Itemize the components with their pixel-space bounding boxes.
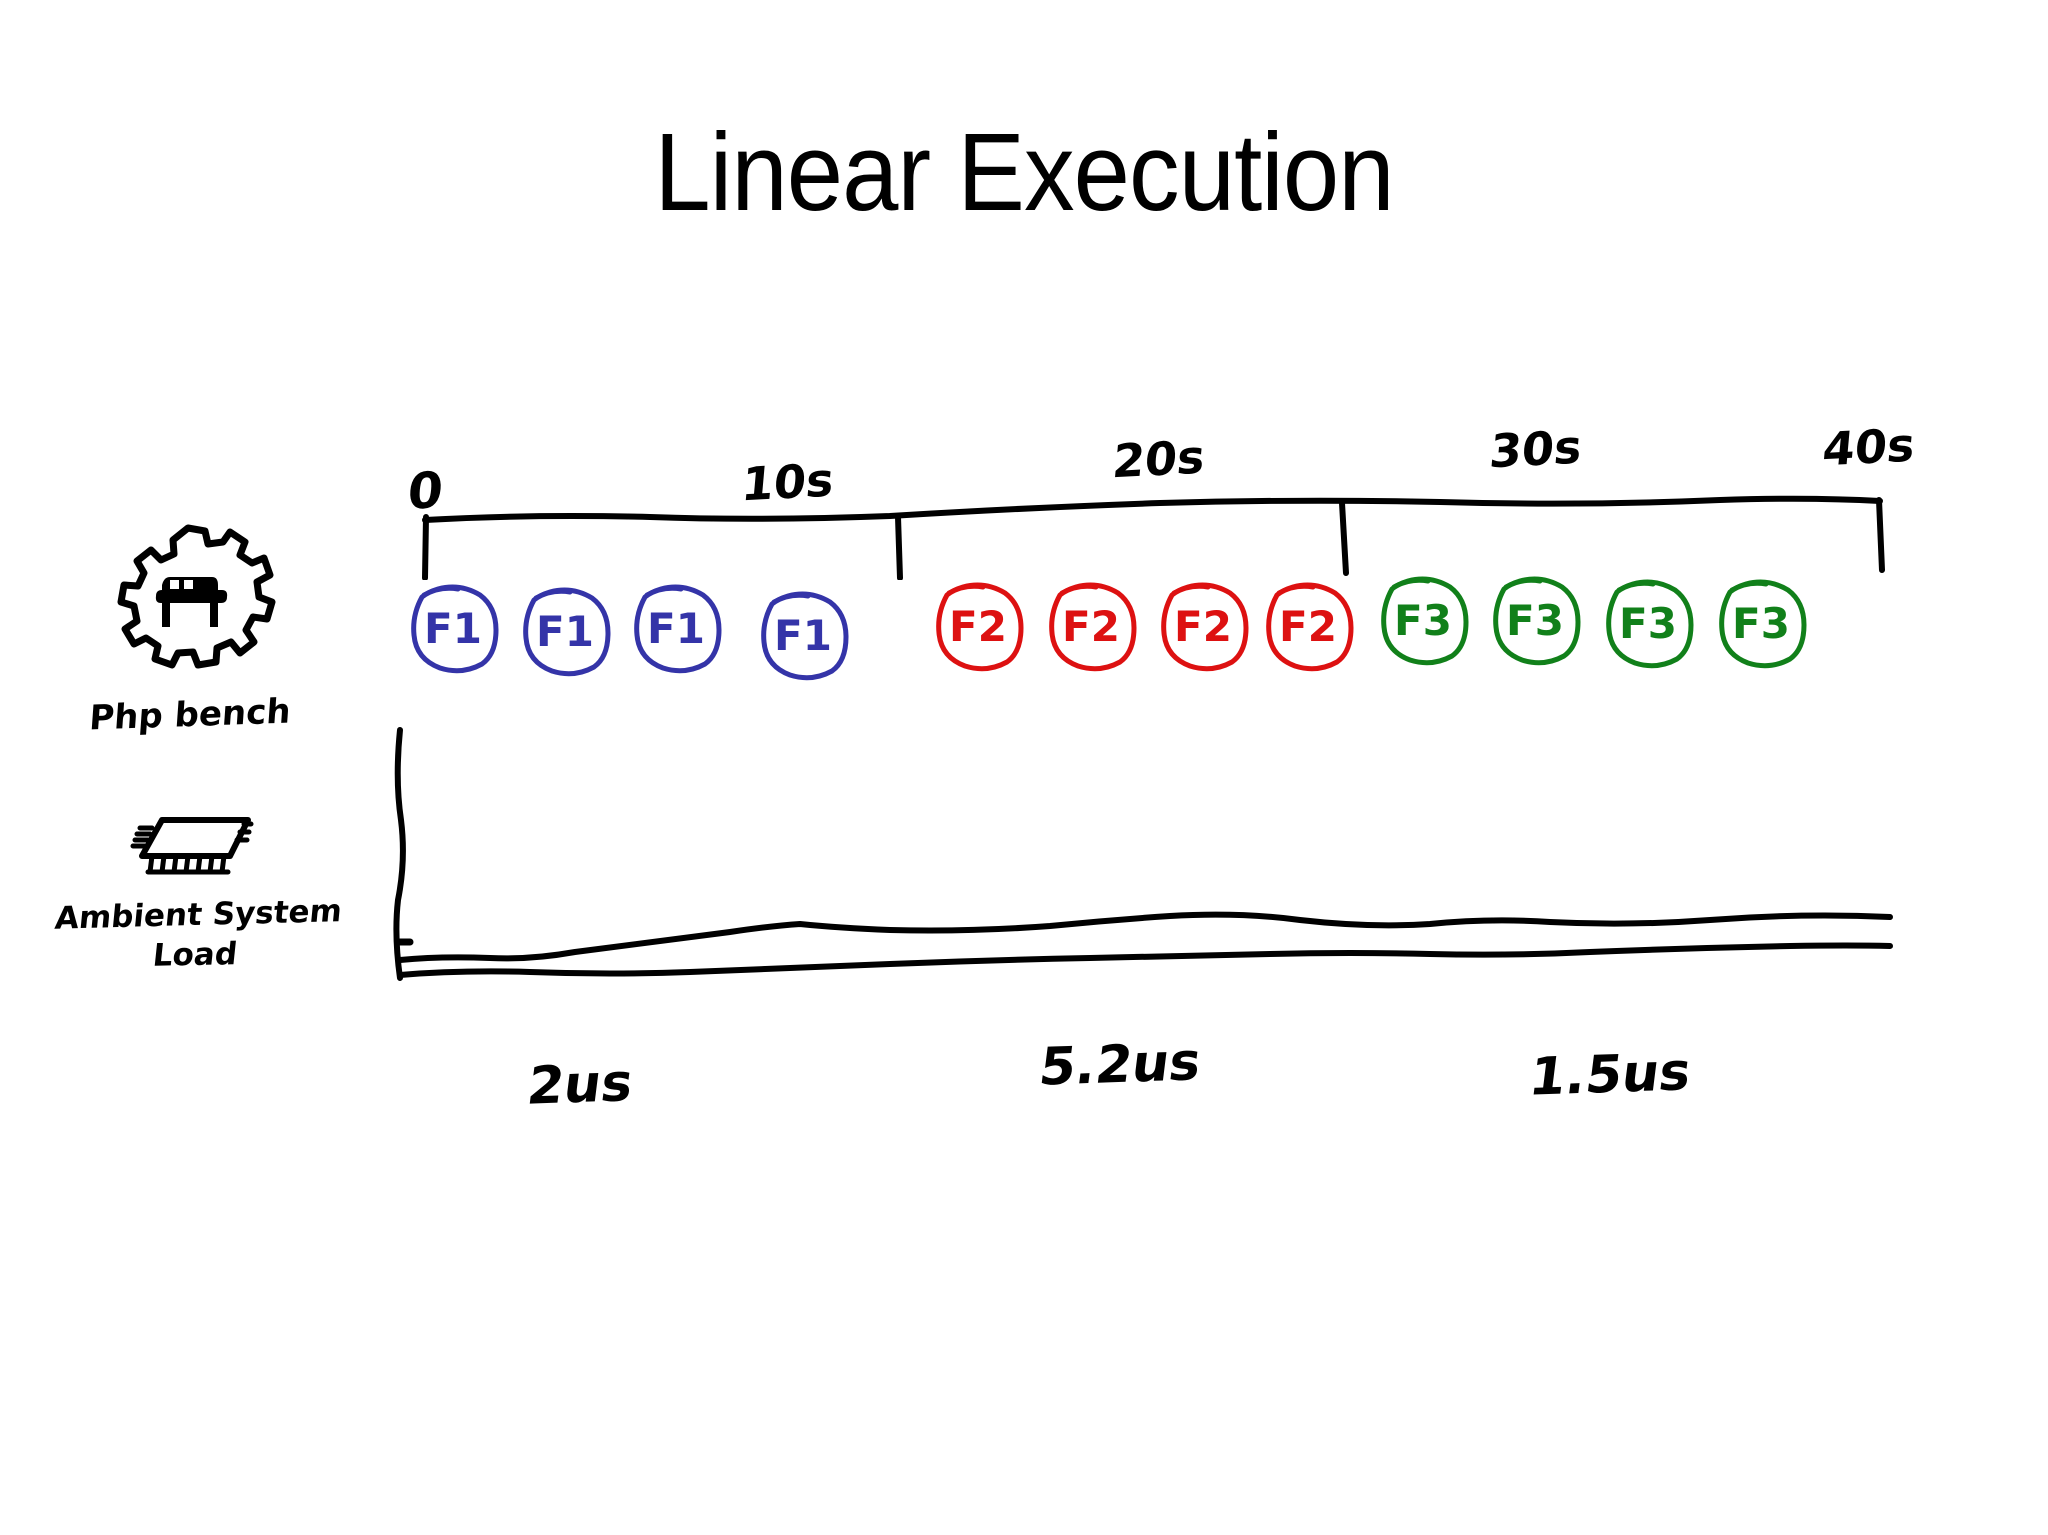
timeline-axis <box>422 495 1885 580</box>
latency-annotation-f3: 1.5us <box>1525 1042 1695 1108</box>
request-bubble-label: F1 <box>647 604 705 653</box>
request-bubble-f3: F3 <box>1370 567 1476 673</box>
ambient-load-chart <box>393 727 1893 981</box>
request-bubble-label: F3 <box>1732 599 1790 648</box>
timeline-tick-label-40s: 40s <box>1820 417 1918 477</box>
page-title: Linear Execution <box>654 111 1394 234</box>
request-bubble-f3: F3 <box>1708 570 1814 676</box>
request-bubble-label: F2 <box>1279 602 1337 651</box>
request-bubble-f2: F2 <box>925 573 1031 679</box>
legend-phpbench-label: Php bench <box>88 691 292 739</box>
request-bubble-label: F2 <box>1062 602 1120 651</box>
request-bubble-f1: F1 <box>750 582 856 688</box>
latency-annotation-f1: 2us <box>524 1053 637 1117</box>
legend-ambient-system-load: Ambient System Load <box>53 810 344 974</box>
request-bubble-label: F3 <box>1619 599 1677 648</box>
legend-phpbench: Php bench <box>60 520 320 739</box>
legend-ambient-label-line1: Ambient System <box>53 893 344 937</box>
request-bubble-f2: F2 <box>1150 573 1256 679</box>
request-bubble-f1: F1 <box>512 578 618 684</box>
request-bubble-label: F3 <box>1394 596 1452 645</box>
timeline-tick-label-30s: 30s <box>1487 419 1585 479</box>
request-bubble-label: F1 <box>774 611 832 660</box>
request-bubble-label: F1 <box>424 604 482 653</box>
request-bubble-label: F2 <box>949 602 1007 651</box>
cpu-chip-icon <box>55 810 335 895</box>
request-bubble-f2: F2 <box>1255 573 1361 679</box>
request-bubble-label: F2 <box>1174 602 1232 651</box>
legend-ambient-label-line2: Load <box>151 936 239 974</box>
request-bubble-f2: F2 <box>1038 573 1144 679</box>
timeline-tick-label-10s: 10s <box>739 452 837 512</box>
request-bubble-f1: F1 <box>623 575 729 681</box>
request-bubble-f3: F3 <box>1482 567 1588 673</box>
request-bubble-f3: F3 <box>1595 570 1701 676</box>
request-bubble-label: F3 <box>1506 596 1564 645</box>
request-bubble-label: F1 <box>536 607 594 656</box>
latency-annotation-f2: 5.2us <box>1035 1032 1205 1098</box>
timeline-tick-label-20s: 20s <box>1110 429 1208 489</box>
request-bubble-f1: F1 <box>400 575 506 681</box>
gear-bench-icon <box>60 520 320 693</box>
timeline-tick-label-0: 0 <box>405 461 446 521</box>
